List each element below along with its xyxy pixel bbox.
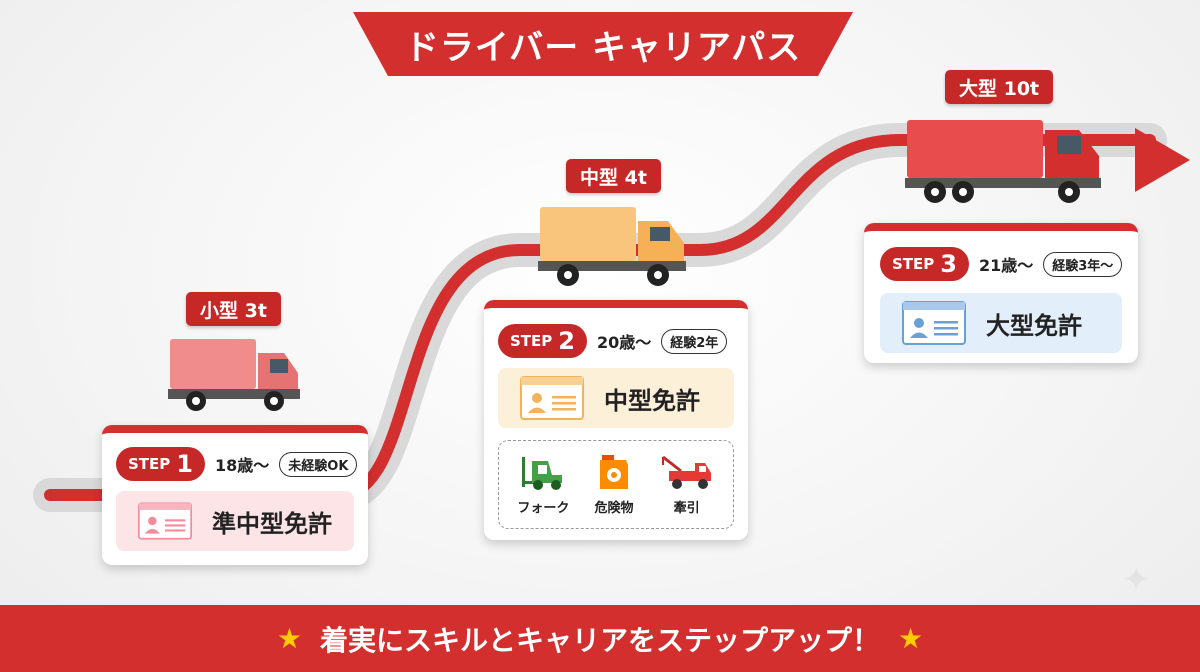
age-requirement: 20歳〜 (596, 333, 652, 352)
experience-badge: 経験3年〜 (1043, 251, 1123, 277)
forklift-icon (522, 457, 563, 490)
tow-truck-icon (661, 455, 711, 489)
skill-towing: 牽引 (659, 453, 715, 516)
license-box-3: 大型免許 (880, 293, 1122, 353)
star-icon: ★ (898, 622, 924, 655)
skill-hazmat: 危険物 (594, 453, 634, 516)
truck-large-icon (905, 120, 1101, 203)
footer-text: 着実にスキルとキャリアをステップアップ！ (319, 623, 880, 657)
step-badge-2: STEP 2 (498, 324, 587, 358)
size-label-large: 大型 10t (945, 70, 1054, 104)
step-badge-3: STEP 3 (880, 247, 969, 281)
license-box-1: 準中型免許 (116, 491, 354, 551)
license-name-3: 大型免許 (986, 311, 1082, 340)
hazmat-can-icon (600, 455, 628, 489)
truck-small-icon (168, 339, 300, 411)
step-card-2: STEP 2 20歳〜 経験2年 中型免許 フォーク (484, 300, 748, 540)
license-name-2: 中型免許 (604, 386, 700, 415)
footer-banner: ★ 着実にスキルとキャリアをステップアップ！ ★ (0, 605, 1200, 672)
page-title: ドライバー キャリアパス (353, 12, 853, 76)
age-requirement: 21歳〜 (978, 256, 1034, 275)
license-box-2: 中型免許 (498, 368, 734, 428)
experience-badge: 未経験OK (279, 451, 358, 477)
license-name-1: 準中型免許 (212, 509, 332, 538)
age-requirement: 18歳〜 (214, 456, 270, 475)
step-card-3: STEP 3 21歳〜 経験3年〜 大型免許 (864, 223, 1138, 363)
license-card-pink-icon (138, 502, 192, 540)
license-card-blue-icon (902, 301, 966, 345)
road-arrow-head (1135, 128, 1190, 192)
truck-medium-icon (538, 207, 686, 286)
size-label-small: 小型 3t (186, 292, 281, 326)
step-badge-1: STEP 1 (116, 447, 205, 481)
additional-skills: フォーク 危険物 牽引 (498, 440, 734, 529)
step-card-1: STEP 1 18歳〜 未経験OK 準中型免許 (102, 425, 368, 565)
license-card-yellow-icon (520, 376, 584, 420)
star-icon: ★ (276, 622, 302, 655)
sparkle-icon: ✦ (1122, 560, 1151, 600)
size-label-medium: 中型 4t (566, 159, 661, 193)
experience-badge: 経験2年 (661, 328, 728, 354)
skill-forklift: フォーク (517, 453, 569, 516)
